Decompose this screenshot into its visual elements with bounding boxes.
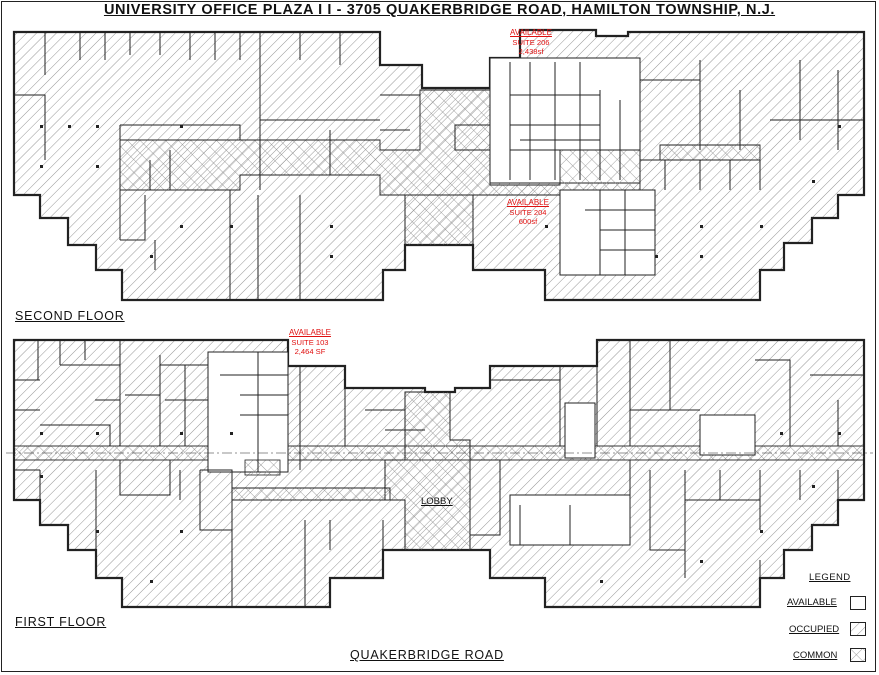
second-floor-core [404, 194, 474, 246]
legend-common-label: COMMON [793, 650, 838, 661]
lobby-corridor-left [231, 487, 391, 501]
suite-103-size: 2,464 SF [294, 347, 326, 356]
suite-204-size: 600sf [518, 217, 538, 226]
suite-204-area [559, 189, 656, 276]
legend-available-label: AVAILABLE [787, 597, 837, 608]
suite-204-name: SUITE 204 [509, 207, 547, 217]
lobby-label: LOBBY [421, 496, 453, 507]
second-floor-label: SECOND FLOOR [15, 309, 125, 323]
legend-occupied-label: OCCUPIED [789, 624, 840, 635]
first-floor-plan [6, 338, 873, 609]
legend-common-swatch [850, 648, 866, 662]
plan-title: UNIVERSITY OFFICE PLAZA I I - 3705 QUAKE… [103, 2, 776, 18]
road-label: QUAKERBRIDGE ROAD [350, 648, 504, 662]
suite-204-callout[interactable]: AVAILABLE SUITE 204 600sf [507, 198, 549, 227]
suite-103-callout[interactable]: AVAILABLE SUITE 103 2,464 SF [289, 328, 331, 357]
suite-206-status: AVAILABLE [510, 28, 552, 37]
lobby-area [384, 391, 471, 551]
suite-206-callout[interactable]: AVAILABLE SUITE 206 2,438sf [510, 28, 552, 57]
suite-103-area [207, 351, 289, 473]
legend-available-swatch [850, 596, 866, 610]
suite-206-name: SUITE 206 [512, 37, 550, 47]
legend-title: LEGEND [809, 572, 851, 583]
suite-206-size: 2,438sf [518, 47, 544, 56]
suite-204-status: AVAILABLE [507, 198, 549, 207]
legend-occupied-swatch [850, 622, 866, 636]
suite-103-status: AVAILABLE [289, 328, 331, 337]
second-floor-plan [12, 28, 866, 302]
suite-103-name: SUITE 103 [291, 337, 329, 347]
first-floor-label: FIRST FLOOR [15, 615, 107, 629]
